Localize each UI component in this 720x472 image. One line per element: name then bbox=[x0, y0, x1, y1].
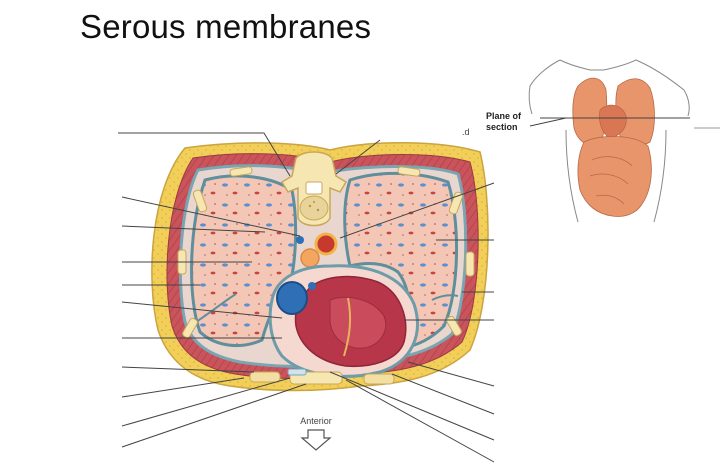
interventricular-groove bbox=[343, 297, 352, 357]
inset-intestine-detail bbox=[589, 156, 633, 205]
inset-heart bbox=[599, 104, 627, 139]
vertebra bbox=[280, 151, 348, 227]
plane-of-section-label-line1: Plane of bbox=[486, 111, 522, 121]
ribs bbox=[177, 166, 475, 339]
right-atrium bbox=[276, 281, 308, 315]
lung-fissure-left bbox=[431, 294, 459, 301]
azygos-vein bbox=[296, 236, 304, 244]
leader-line-left-10 bbox=[121, 377, 291, 427]
inset-body-outline-left bbox=[528, 59, 561, 115]
leader-line-top bbox=[335, 139, 381, 175]
leader-line-right-7 bbox=[329, 371, 495, 441]
leader-line-left-11 bbox=[121, 383, 307, 448]
sternum bbox=[249, 368, 395, 385]
aorta bbox=[314, 232, 338, 256]
plane-pointer-line bbox=[529, 117, 567, 127]
plane-of-section-label-line2: section bbox=[486, 122, 518, 132]
leader-line-right-6 bbox=[391, 373, 495, 415]
page-title: Serous membranes bbox=[80, 8, 372, 45]
leader-line-left-1 bbox=[118, 132, 291, 177]
inset-torso-sides bbox=[565, 129, 667, 223]
anterior-arrow-icon bbox=[300, 429, 332, 451]
anterior-label: Anterior bbox=[300, 416, 332, 426]
leader-line-left-6 bbox=[121, 301, 283, 319]
inset-abdominal-organs bbox=[577, 136, 652, 217]
leader-lines bbox=[118, 132, 495, 463]
leader-line-right-8 bbox=[345, 379, 495, 463]
pulmonary-vessel bbox=[308, 282, 316, 290]
esophagus bbox=[300, 248, 320, 268]
leader-line-left-9 bbox=[121, 377, 245, 398]
leader-line-left-8 bbox=[121, 366, 255, 373]
leader-line-right-5 bbox=[407, 361, 495, 387]
inset-torso-figure bbox=[528, 59, 720, 223]
inset-body-outline bbox=[559, 59, 690, 117]
lung-fissure-right bbox=[195, 293, 237, 323]
heart-chamber-detail bbox=[329, 296, 387, 349]
stray-mark: .d bbox=[462, 127, 470, 137]
leader-line-right-1 bbox=[339, 182, 495, 239]
leader-line-left-3 bbox=[121, 225, 266, 233]
leader-line-left-2 bbox=[121, 196, 301, 237]
